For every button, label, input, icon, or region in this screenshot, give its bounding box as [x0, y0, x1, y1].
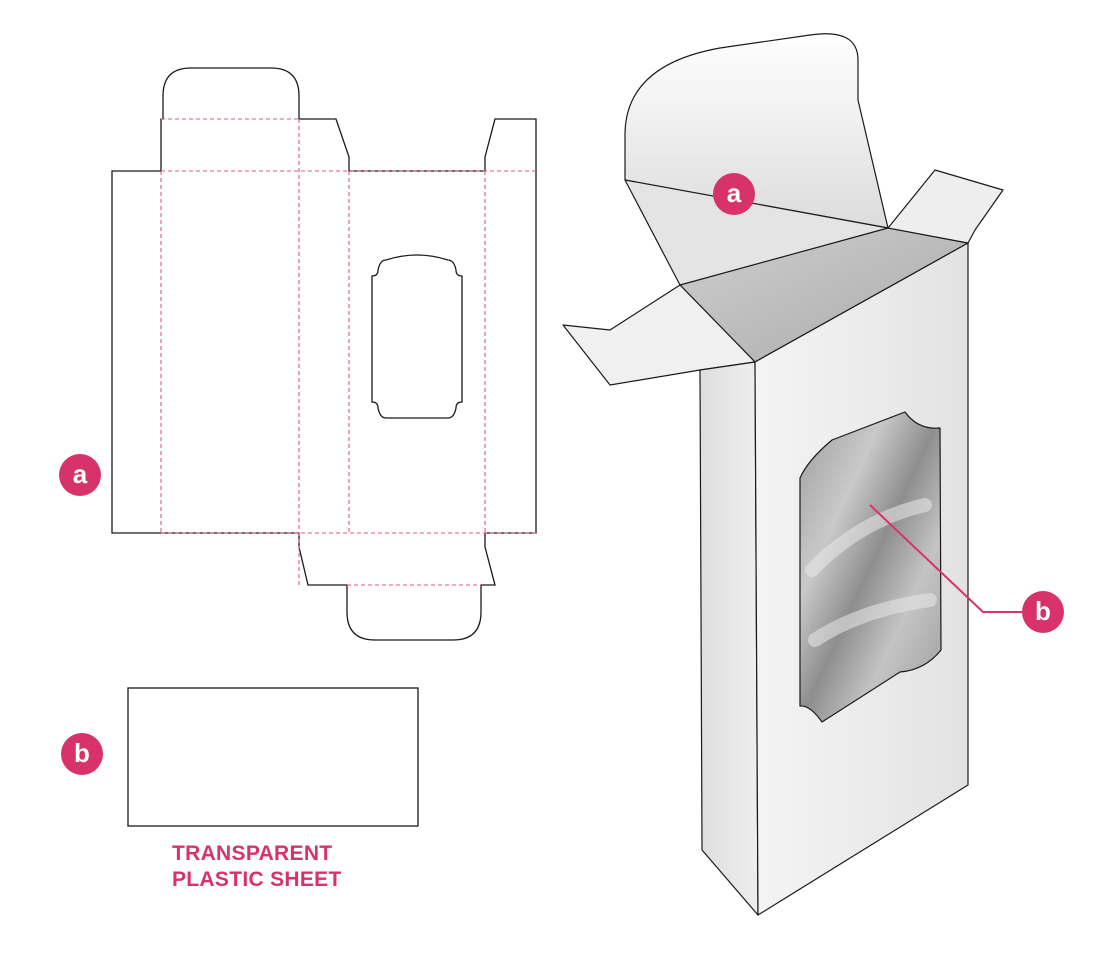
box-window	[799, 411, 942, 723]
label-badge-b-box: b	[1022, 591, 1064, 633]
box-top-lid-flap	[624, 33, 889, 229]
assembled-box-3d	[562, 33, 1004, 916]
dieline-window-cutout	[371, 254, 463, 419]
leader-line-b	[869, 504, 1022, 613]
box-side-panel	[699, 361, 759, 916]
dieline-fold-lines	[160, 118, 536, 586]
label-badge-b-flat: b	[61, 733, 103, 775]
box-right-dust-flap	[887, 169, 1004, 244]
flat-dieline	[111, 67, 537, 641]
window-reflections	[805, 498, 937, 647]
plastic-sheet	[127, 687, 419, 827]
dieline-cut-outline	[111, 67, 537, 641]
caption-line-2: PLASTIC SHEET	[172, 868, 342, 891]
label-badge-a-flat: a	[59, 454, 101, 496]
caption-line-1: TRANSPARENT	[172, 842, 333, 865]
label-badge-a-box: a	[713, 173, 755, 215]
